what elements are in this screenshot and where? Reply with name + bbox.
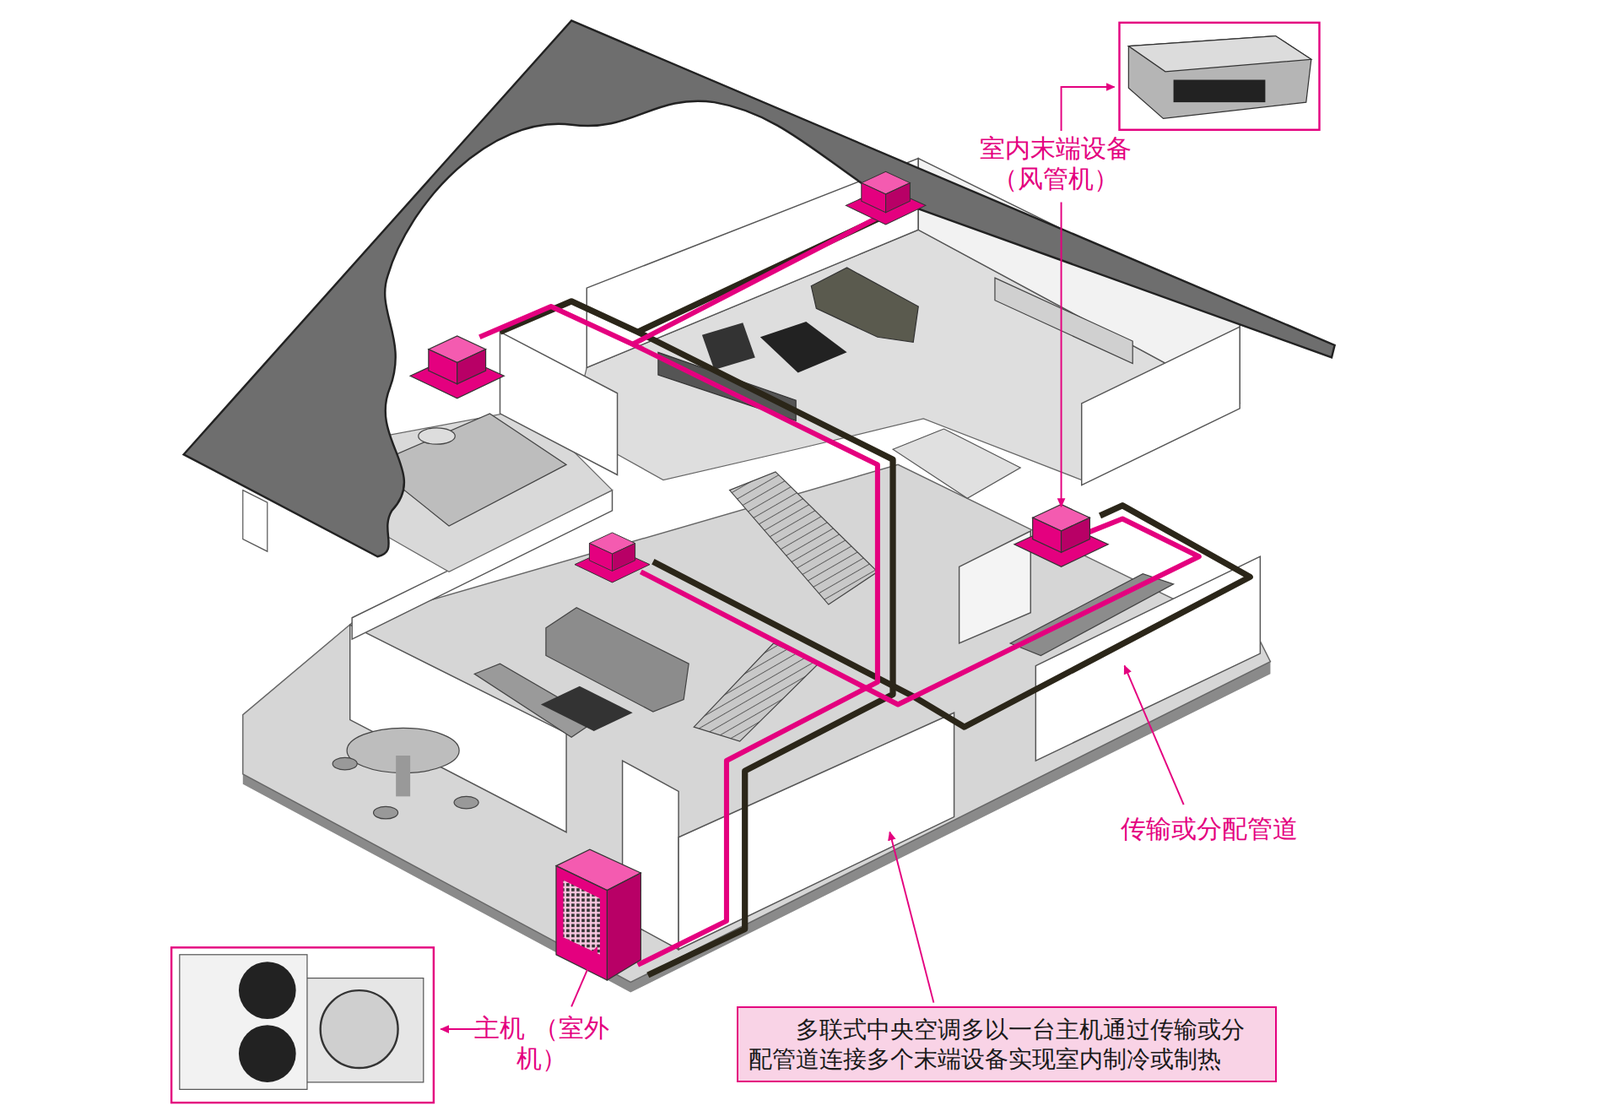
outdoor-unit xyxy=(606,872,641,980)
leader-line xyxy=(571,946,597,1006)
stairs xyxy=(693,643,819,741)
fan-grille xyxy=(320,989,399,1068)
outdoor-grille xyxy=(562,880,600,955)
roof xyxy=(183,20,1336,557)
wall xyxy=(959,530,1032,644)
outdoor-unit-photo xyxy=(179,954,308,1090)
fan-grille xyxy=(238,961,297,1019)
table-leg xyxy=(395,755,411,796)
tv xyxy=(702,322,756,370)
note-text: 多联式中央空调多以一台主机通过传输或分 配管道连接多个末端设备实现室内制冷或制热 xyxy=(748,1014,1265,1074)
leader-line xyxy=(1061,86,1115,131)
ducted-unit-photo xyxy=(1173,80,1266,103)
indoor-unit xyxy=(845,171,926,225)
indoor-unit xyxy=(1014,504,1109,568)
indoor-unit xyxy=(574,532,650,583)
wall xyxy=(678,712,954,950)
leader-line xyxy=(889,832,934,1003)
leader-line xyxy=(1060,202,1063,507)
coffee-table xyxy=(760,321,848,373)
wall xyxy=(243,490,268,552)
pillow xyxy=(418,427,456,444)
cabinet xyxy=(994,277,1133,364)
bench xyxy=(1010,573,1173,656)
wall xyxy=(350,624,567,832)
pink-pipe xyxy=(479,306,878,965)
callout-label: 传输或分配管道 xyxy=(1109,813,1309,844)
outdoor-unit-photo xyxy=(306,978,424,1082)
note-box: 多联式中央空调多以一台主机通过传输或分 配管道连接多个末端设备实现室内制冷或制热 xyxy=(736,1005,1277,1082)
pink-pipe xyxy=(640,518,1199,704)
stool xyxy=(373,805,399,819)
photo-frame xyxy=(171,946,434,1103)
fan-grille xyxy=(238,1024,297,1082)
leader-line xyxy=(440,1027,480,1030)
stool xyxy=(332,756,357,770)
callout-label: 主机 （室外机） xyxy=(467,1012,617,1074)
sofa xyxy=(810,267,919,342)
stool xyxy=(454,795,479,809)
ducted-unit-photo xyxy=(1128,36,1311,119)
photo-frame xyxy=(1118,22,1319,130)
pink-pipe xyxy=(632,216,881,345)
outdoor-unit xyxy=(556,865,607,980)
ducted-unit-photo xyxy=(1128,36,1311,72)
stairs xyxy=(729,471,878,605)
indoor-unit xyxy=(410,335,504,399)
sofa xyxy=(545,607,689,712)
callout-label: 室内末端设备 （风管机） xyxy=(967,133,1145,195)
leader-line xyxy=(1124,665,1184,805)
